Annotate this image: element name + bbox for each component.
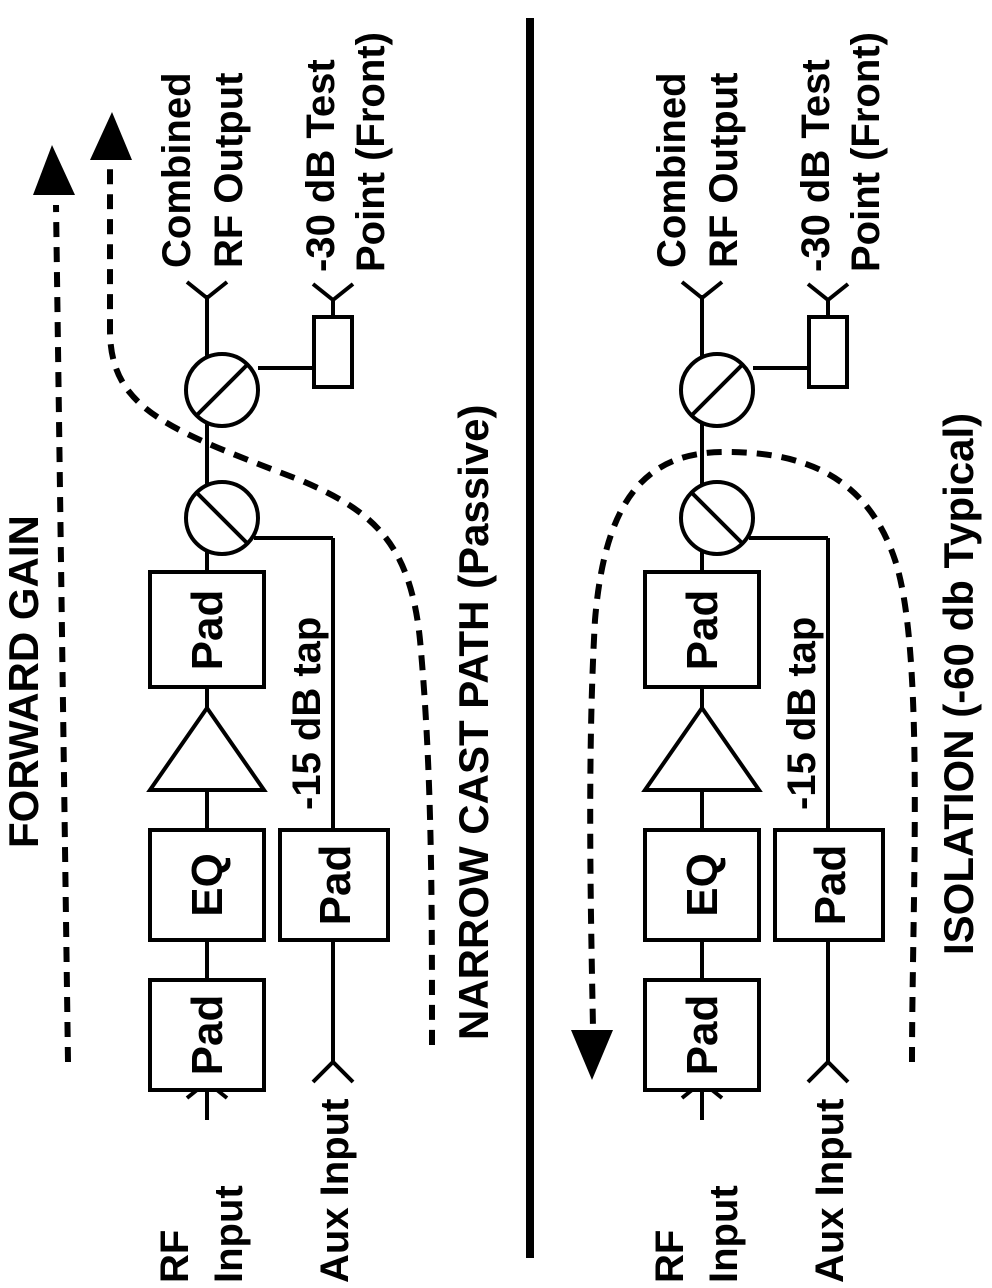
pad-2-label: Pad: [183, 590, 232, 671]
eq-label: EQ: [678, 853, 727, 917]
forward-gain-label: FORWARD GAIN: [0, 515, 47, 848]
rf-input-label-2: Input: [702, 1185, 746, 1283]
test-point-label: -30 dB Test: [299, 59, 343, 272]
isolation-arrowhead: [571, 1030, 613, 1080]
panel-1-schematic: [148, 280, 390, 1122]
test-point-label-2: Point (Front): [349, 32, 393, 272]
forward-panel: Pad EQ Pad Pad -15 dB tap RF Input Aux I…: [0, 32, 497, 1283]
tap-label: -15 dB tap: [780, 617, 824, 810]
output-label-2: RF Output: [702, 73, 746, 269]
rf-input-label: RF: [153, 1230, 197, 1283]
output-label: Combined: [155, 72, 199, 268]
panel-2-schematic: [643, 280, 885, 1122]
narrow-cast-path-arrow: [106, 165, 435, 1046]
output-label: Combined: [650, 72, 694, 268]
forward-gain-arrowhead: [33, 145, 75, 195]
eq-label: EQ: [183, 853, 232, 917]
aux-pad-label: Pad: [311, 845, 360, 926]
test-point-label: -30 dB Test: [794, 59, 838, 272]
tap-label: -15 dB tap: [285, 617, 329, 810]
isolation-panel: Pad EQ Pad Pad -15 dB tap RF Input Aux I…: [571, 32, 982, 1283]
narrow-cast-label: NARROW CAST PATH (Passive): [450, 404, 497, 1040]
pad-1-label: Pad: [678, 995, 727, 1076]
rf-input-label-2: Input: [207, 1185, 251, 1283]
aux-pad-label: Pad: [806, 845, 855, 926]
isolation-path-arrow: [587, 448, 918, 1063]
isolation-label: ISOLATION (-60 db Typical): [935, 413, 982, 955]
test-point-label-2: Point (Front): [844, 32, 888, 272]
aux-input-label: Aux Input: [313, 1099, 357, 1283]
aux-input-label: Aux Input: [808, 1099, 852, 1283]
pad-2-label: Pad: [678, 590, 727, 671]
rf-input-label: RF: [648, 1230, 692, 1283]
forward-gain-arrow: [53, 204, 71, 1063]
output-label-2: RF Output: [207, 73, 251, 269]
pad-1-label: Pad: [183, 995, 232, 1076]
narrow-cast-arrowhead: [90, 112, 132, 160]
